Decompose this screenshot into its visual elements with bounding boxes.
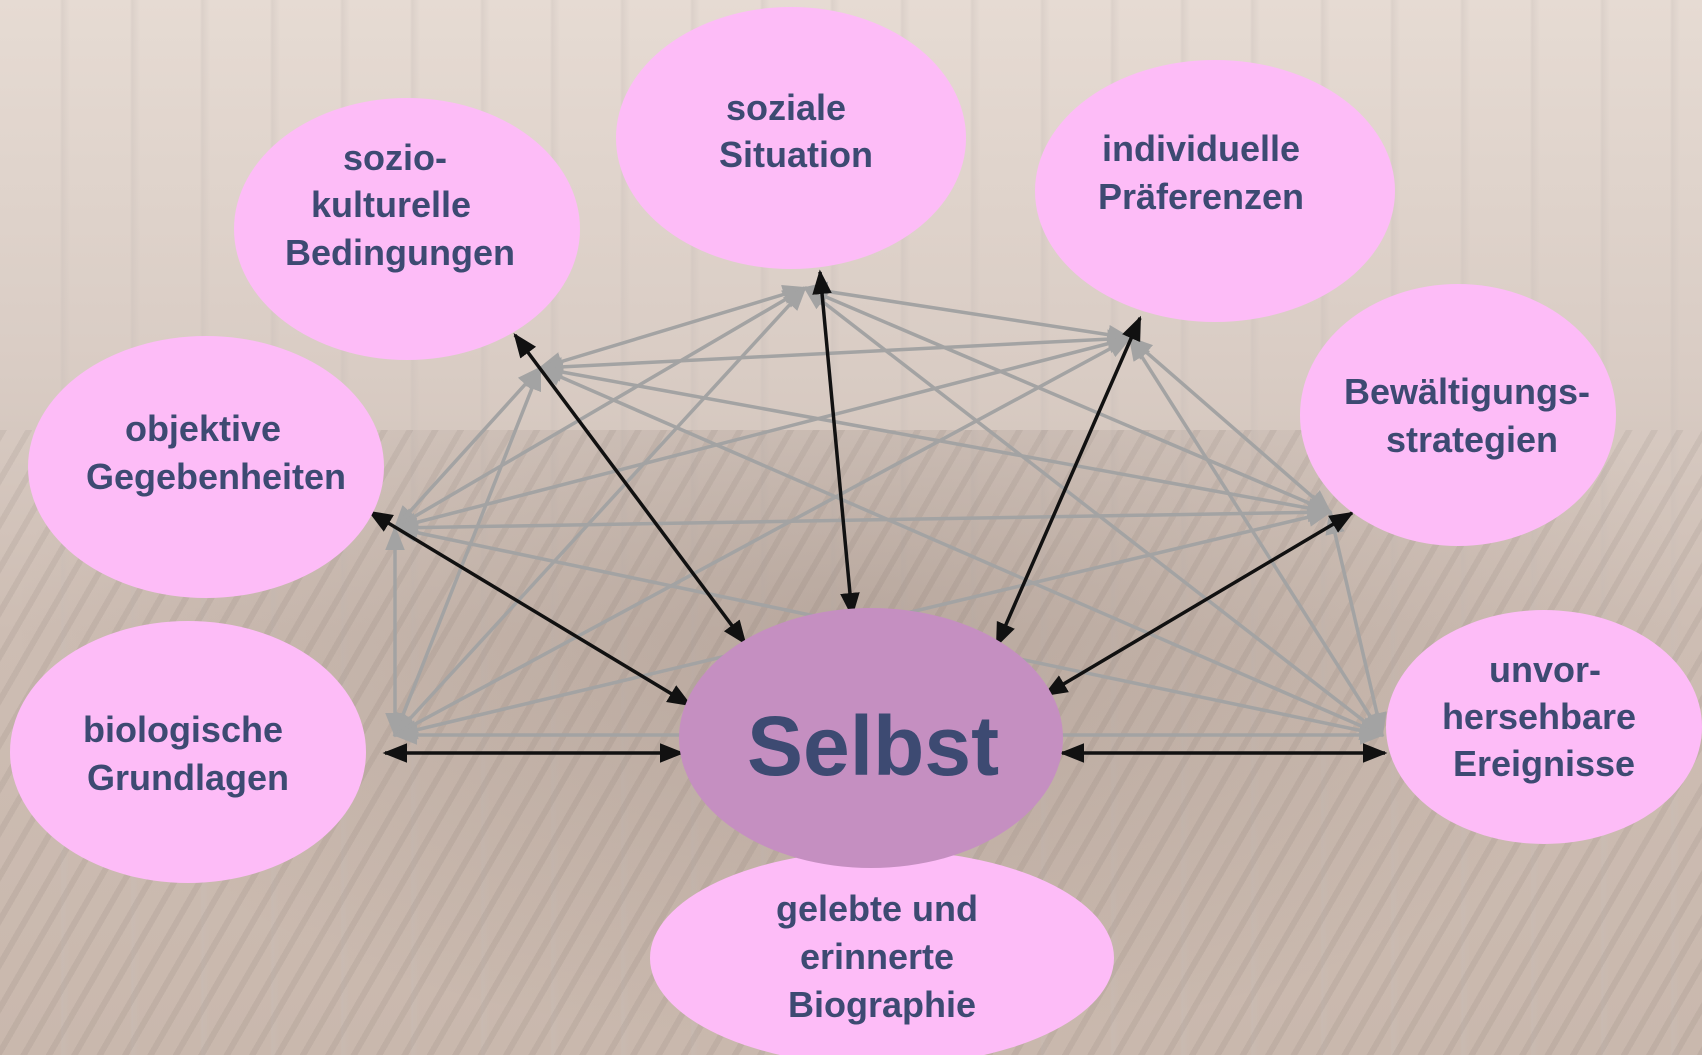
arrow-objektiv-bewaelt — [392, 502, 1333, 538]
node-unvor: unvor- hersehbare Ereignisse — [1386, 610, 1702, 844]
arrow-sozio-objektiv — [393, 366, 542, 530]
svg-text:gelebte und erinnerte: gelebte und erinnerte Biographie — [776, 888, 988, 1025]
node-sozio: sozio- kulturelle Bedingungen — [234, 98, 580, 360]
arrow-bewaelt-selbst — [1042, 511, 1355, 697]
arrow-sozial-selbst — [812, 269, 860, 618]
node-label-line: Situation — [719, 134, 873, 175]
center-connection-arrows — [367, 269, 1388, 763]
node-label-line: Präferenzen — [1098, 176, 1304, 217]
arrow-indiv-bewaelt — [1128, 336, 1332, 514]
node-label-line: unvor- — [1489, 649, 1601, 690]
node-bio: biologische Grundlagen — [10, 621, 366, 883]
node-label-line: hersehbare — [1442, 696, 1636, 737]
node-label-line: biologische — [83, 709, 283, 750]
svg-text:soziale Situation: soziale Situation — [719, 87, 873, 175]
node-label-line: Bedingungen — [285, 232, 515, 273]
node-objektiv: objektive Gegebenheiten — [28, 336, 384, 598]
svg-text:unvor- hersehbare: unvor- hersehbare Ereignisse — [1442, 649, 1646, 784]
node-label-line: kulturelle — [311, 184, 471, 225]
arrow-sozio-selbst — [513, 333, 747, 645]
node-label-line: Biographie — [788, 984, 976, 1025]
node-label-line: sozio- — [343, 137, 447, 178]
svg-text:objektive Gegebenheiten: objektive Gegebenheiten — [86, 408, 346, 497]
node-label-line: soziale — [726, 87, 846, 128]
arrow-sozial-indiv — [802, 281, 1133, 345]
node-label-line: Ereignisse — [1453, 743, 1635, 784]
node-indiv: individuelle Präferenzen — [1035, 60, 1395, 322]
node-center-selbst: Selbst — [679, 608, 1063, 868]
node-label-line: objektive — [125, 408, 281, 449]
arrow-indiv-selbst — [995, 315, 1142, 648]
node-label-line: erinnerte — [800, 936, 954, 977]
svg-text:sozio- kulturelle: sozio- kulturelle Bedingungen — [285, 137, 515, 273]
svg-text:Bewältigungs- strategien: Bewältigungs- strategien — [1344, 371, 1600, 460]
arrow-indiv-objektiv — [392, 334, 1133, 532]
node-biografie: gelebte und erinnerte Biographie — [650, 850, 1114, 1055]
arrow-objektiv-selbst — [367, 510, 693, 707]
svg-text:individuelle Präferenzen: individuelle Präferenzen — [1098, 128, 1310, 217]
arrow-sozio-bio — [393, 365, 542, 738]
node-label-line: gelebte und — [776, 888, 978, 929]
node-sozial: soziale Situation — [616, 7, 966, 269]
node-label-line: Grundlagen — [87, 757, 289, 798]
node-label-line: Gegebenheiten — [86, 456, 346, 497]
node-label-line: Bewältigungs- — [1344, 371, 1590, 412]
svg-text:biologische Grundlagen: biologische Grundlagen — [83, 709, 293, 798]
center-label: Selbst — [747, 699, 999, 793]
node-label-line: individuelle — [1102, 128, 1300, 169]
node-bewaelt: Bewältigungs- strategien — [1300, 284, 1616, 546]
node-label-line: strategien — [1386, 419, 1558, 460]
